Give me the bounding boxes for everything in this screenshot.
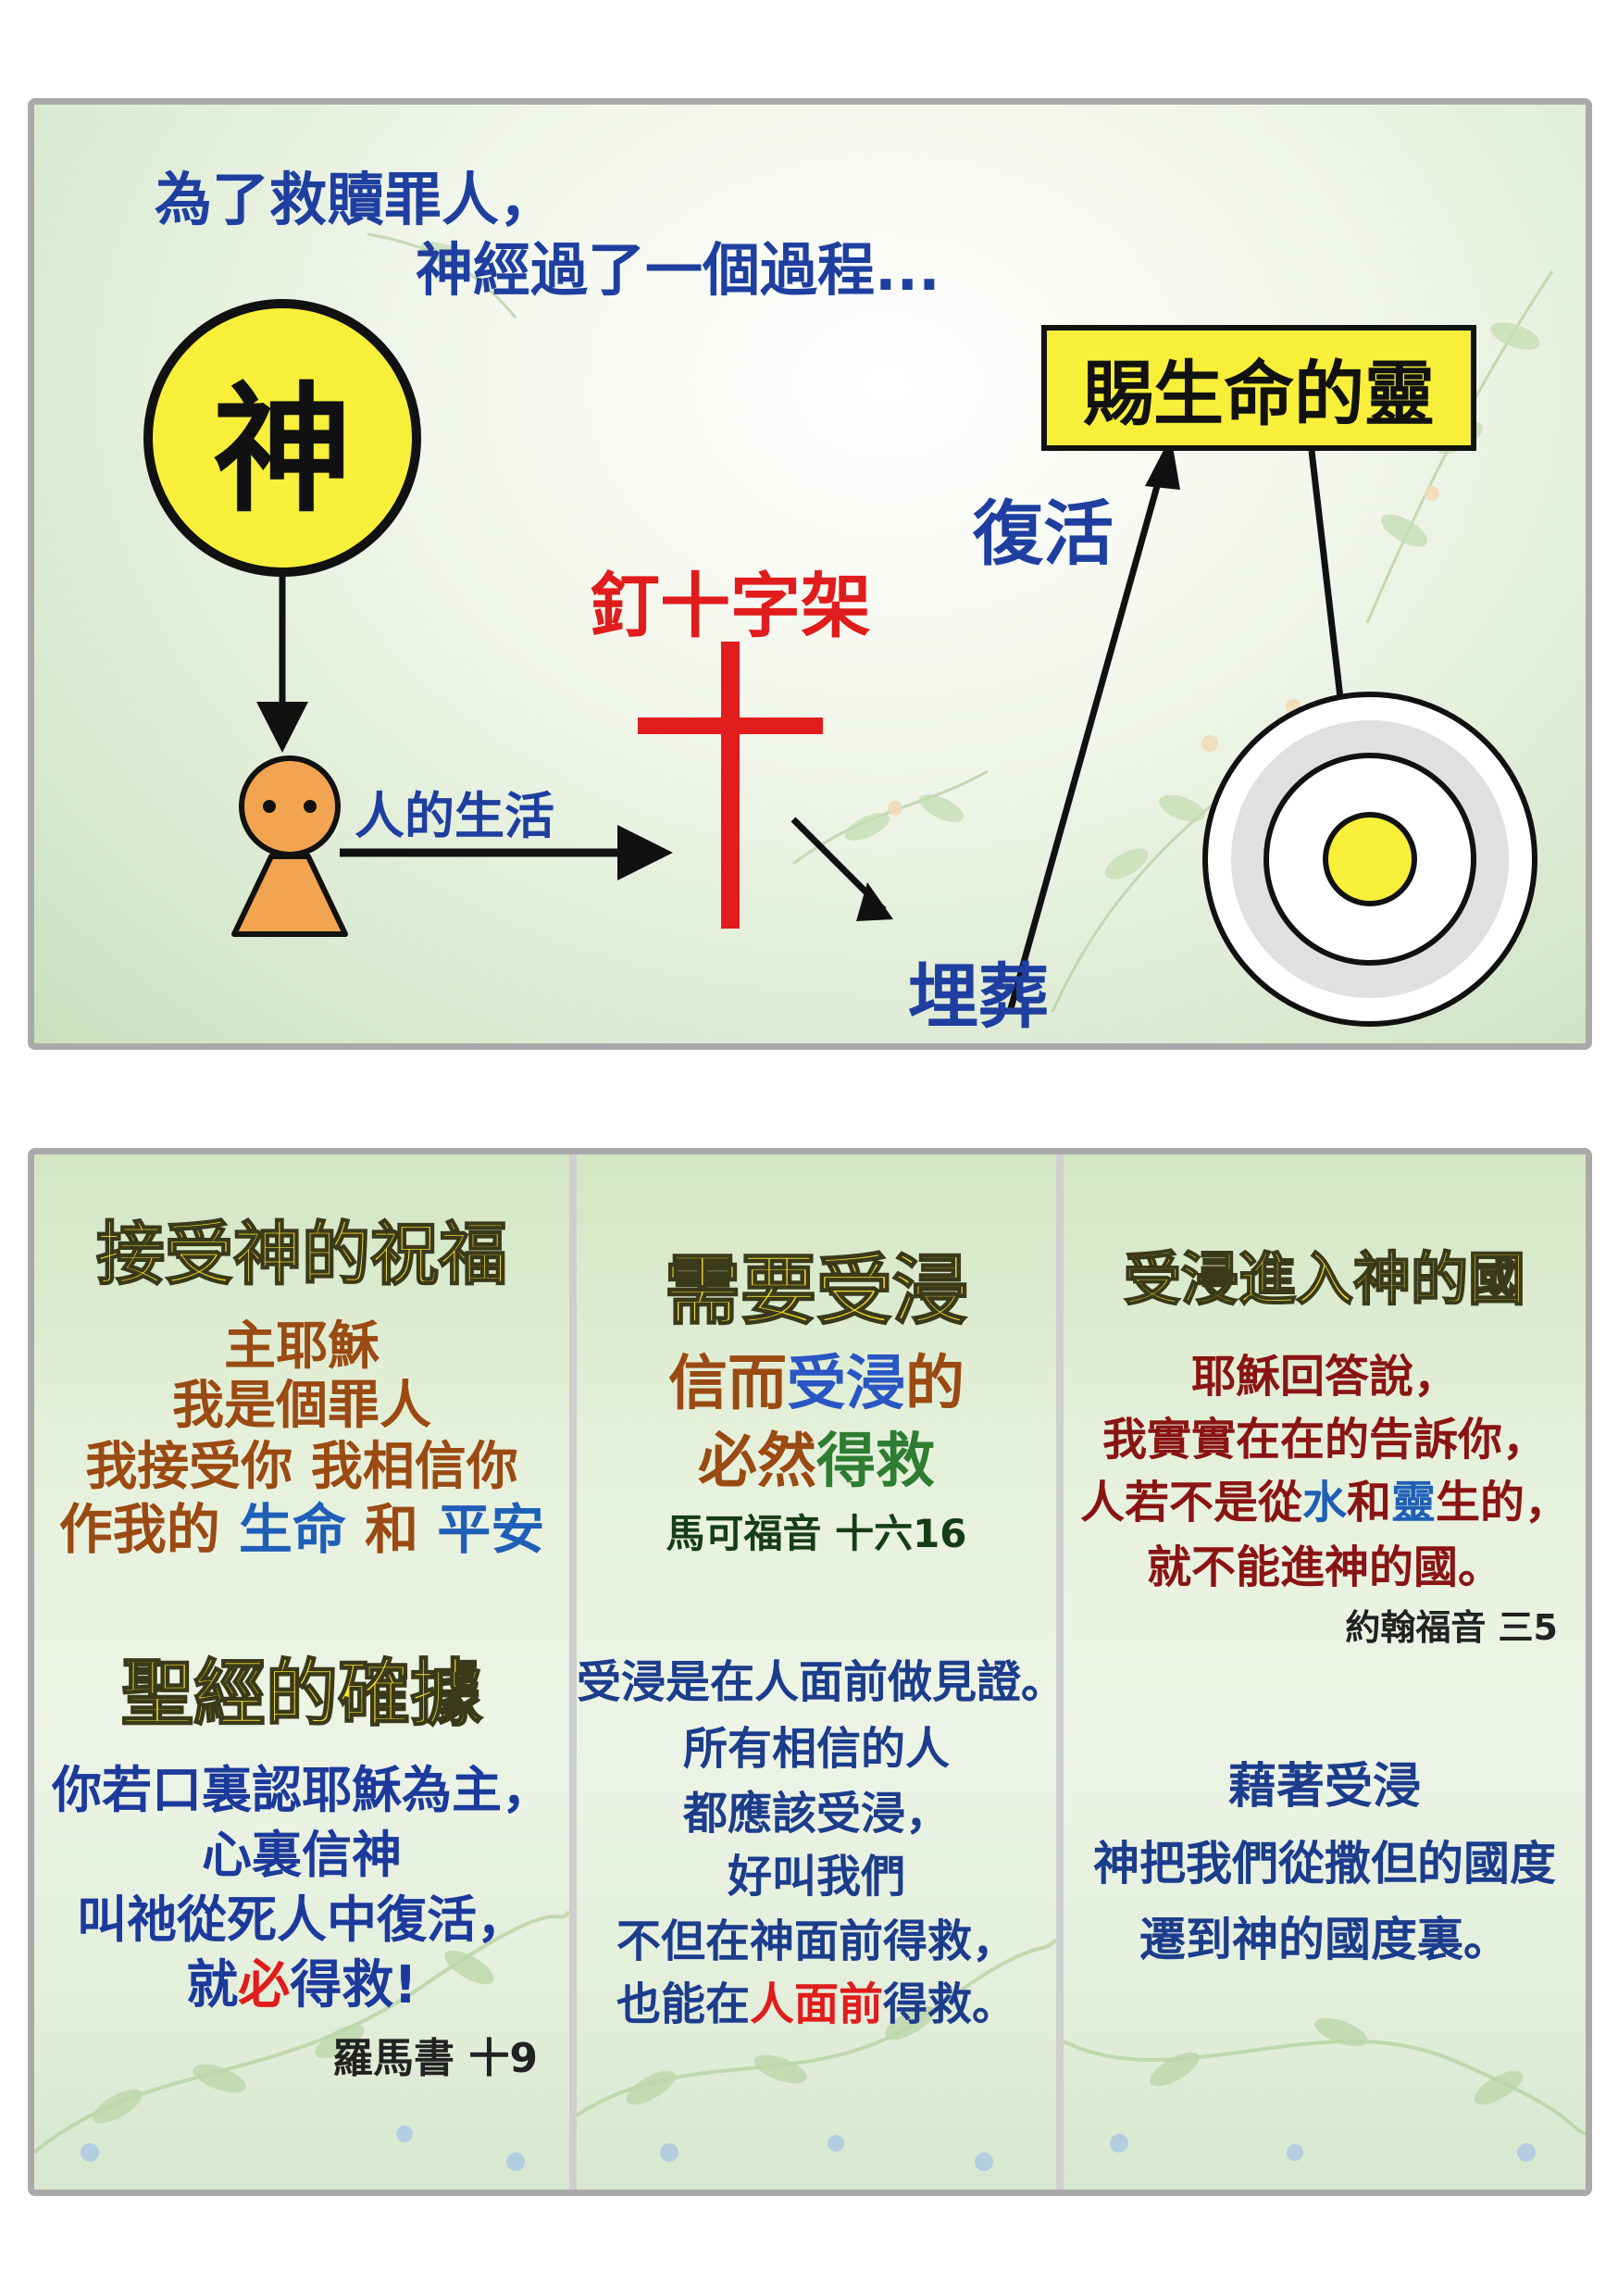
col2-before-men: 人面前 <box>749 1978 883 2030</box>
col1-peace: 平安 <box>437 1498 545 1561</box>
life-giving-spirit-box: 賜生命的靈 <box>1041 325 1476 451</box>
col2-text4: 好叫我們 <box>727 1851 905 1903</box>
gospel-cards-panel: 接受神的祝福 主耶穌 我是個罪人 我接受你 我相信你 作我的 生命 和 平安 聖… <box>28 1148 1592 2196</box>
burial-label: 埋葬 <box>908 955 1049 1038</box>
human-life-label: 人的生活 <box>355 787 554 845</box>
col1-title2: 聖經的確據 <box>120 1652 483 1737</box>
col1-verse4-c: 得救! <box>290 1955 417 2015</box>
col3-spirit: 靈 <box>1391 1477 1437 1529</box>
diagram-heading-line1: 為了救贖罪人， <box>155 166 557 233</box>
col2-text6: 也能在人面前得救。 <box>577 1967 1056 2032</box>
col2-baptized: 受浸 <box>787 1350 905 1418</box>
col1-line4-a: 作我的 <box>58 1498 239 1561</box>
column-receive-blessing: 接受神的祝福 主耶穌 我是個罪人 我接受你 我相信你 作我的 生命 和 平安 聖… <box>34 1154 569 2190</box>
col3-line3-c: 和 <box>1346 1477 1391 1529</box>
col1-surely: 必 <box>238 1955 291 2015</box>
col2-text3: 都應該受浸， <box>682 1788 950 1840</box>
col2-text2: 所有相信的人 <box>682 1723 950 1775</box>
crucifixion-label: 釘十字架 <box>590 565 871 647</box>
col2-line1-c: 的 <box>905 1350 965 1418</box>
col1-verse2: 心裏信神 <box>202 1826 402 1884</box>
col1-reference: 羅馬書 十9 <box>332 2035 538 2082</box>
col3-text1: 藉著受浸 <box>1227 1759 1421 1815</box>
col1-line2: 我是個罪人 <box>172 1376 431 1436</box>
vine-decoration <box>1064 2017 1586 2162</box>
col1-line3: 我接受你 我相信你 <box>85 1437 518 1497</box>
col1-line4: 作我的 生命 和 平安 <box>34 1486 569 1564</box>
gospel-diagram-panel: 為了救贖罪人， 神經過了一個過程... 神 人的生活 釘十字架 埋葬 復活 <box>28 98 1592 1050</box>
col3-text2: 神把我們從撒但的國度 <box>1093 1837 1556 1890</box>
col2-surely: 必然 <box>698 1428 816 1496</box>
col2-line1-a: 信而 <box>668 1350 787 1418</box>
col1-verse3: 叫祂從死人中復活， <box>77 1890 527 1949</box>
col3-line2: 我實實在在的告訴你， <box>1101 1414 1547 1466</box>
column-need-baptism: 需要受浸 信而受浸的 必然得救 馬可福音 十六16 受浸是在人面前做見證。 所有… <box>577 1154 1066 2190</box>
col3-line3-e: 生的， <box>1436 1477 1570 1529</box>
col1-life: 生命 <box>238 1498 346 1561</box>
col1-verse4-a: 就 <box>186 1955 239 2015</box>
col2-line2: 必然得救 <box>577 1414 1056 1499</box>
col3-title: 受浸進入神的國 <box>1123 1244 1526 1314</box>
col3-line4: 就不能進神的國。 <box>1146 1541 1502 1593</box>
col1-verse4: 就必得救! <box>34 1943 569 2018</box>
col3-line3: 人若不是從水和靈生的， <box>1064 1466 1586 1530</box>
column-divider <box>569 1154 577 2190</box>
column-divider <box>1056 1154 1064 2190</box>
col2-reference: 馬可福音 十六16 <box>666 1511 967 1556</box>
col1-title: 接受神的祝福 <box>95 1214 508 1295</box>
col3-line3-a: 人若不是從 <box>1079 1477 1302 1529</box>
resurrection-label: 復活 <box>973 493 1114 575</box>
person-icon <box>231 755 348 937</box>
god-circle: 神 <box>143 299 421 577</box>
vine-decoration <box>34 1910 569 2171</box>
col2-title: 需要受浸 <box>664 1246 969 1336</box>
col3-water: 水 <box>1301 1477 1347 1529</box>
col1-verse1: 你若口裏認耶穌為主， <box>52 1761 552 1819</box>
col1-line1: 主耶穌 <box>224 1316 380 1377</box>
col3-line1: 耶穌回答說， <box>1190 1351 1458 1403</box>
cross-icon <box>638 642 823 929</box>
col2-line1: 信而受浸的 <box>577 1336 1056 1421</box>
leaf-decoration <box>367 232 1554 1013</box>
col3-text3: 遷到神的國度裏。 <box>1139 1913 1510 1966</box>
diagram-heading-line2: 神經過了一個過程... <box>416 236 940 304</box>
col1-line4-c: 和 <box>345 1498 438 1561</box>
god-label: 神 <box>212 369 352 531</box>
col3-reference: 約翰福音 三5 <box>1345 1607 1558 1648</box>
col2-text1: 受浸是在人面前做見證。 <box>577 1656 1066 1708</box>
col2-text5: 不但在神面前得救， <box>616 1915 1016 1967</box>
vine-decoration <box>577 1938 1056 2171</box>
target-icon <box>1202 692 1537 1027</box>
col2-text6-a: 也能在 <box>616 1978 750 2030</box>
col2-text6-c: 得救。 <box>883 1978 1017 2030</box>
col2-saved: 得救 <box>816 1428 935 1496</box>
column-kingdom: 受浸進入神的國 耶穌回答說， 我實實在在的告訴你， 人若不是從水和靈生的， 就不… <box>1064 1154 1586 2190</box>
life-giving-spirit-label: 賜生命的靈 <box>1083 353 1435 435</box>
